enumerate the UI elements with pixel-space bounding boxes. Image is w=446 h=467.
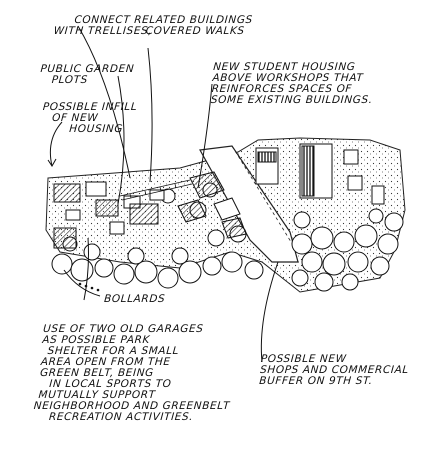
annotation-bollards: BOLLARDS bbox=[103, 293, 166, 305]
note-line: COVERED WALKS bbox=[145, 25, 246, 37]
note-line: RECREATION ACTIVITIES. bbox=[48, 411, 194, 423]
note-line: BOLLARDS bbox=[103, 293, 166, 305]
green-belt-trees bbox=[51, 182, 404, 292]
annotation-garden-plots: PUBLIC GARDEN PLOTS bbox=[39, 63, 135, 86]
note-line: SOME EXISTING BUILDINGS. bbox=[210, 94, 374, 106]
note-line: HOUSING bbox=[68, 123, 124, 135]
annotation-infill-housing: POSSIBLE INFILL OF NEW HOUSING bbox=[41, 101, 137, 135]
annotation-garages: USE OF TWO OLD GARAGES AS POSSIBLE PARK … bbox=[33, 323, 236, 423]
bollards bbox=[78, 282, 100, 292]
buildings-west bbox=[53, 181, 165, 249]
note-line: BUFFER ON 9TH ST. bbox=[258, 375, 374, 387]
leader-lines bbox=[47, 25, 279, 363]
buildings-central bbox=[177, 171, 247, 239]
annotation-student-housing: NEW STUDENT HOUSING ABOVE WORKSHOPS THAT… bbox=[210, 61, 375, 106]
note-line: PLOTS bbox=[51, 74, 89, 86]
trellis-walk bbox=[119, 179, 193, 201]
annotation-trellises: CONNECT RELATED BUILDINGS WITH TRELLISES… bbox=[53, 14, 253, 37]
buildings-east bbox=[255, 143, 385, 205]
annotation-shops: POSSIBLE NEW SHOPS AND COMMERCIAL BUFFER… bbox=[258, 353, 410, 387]
